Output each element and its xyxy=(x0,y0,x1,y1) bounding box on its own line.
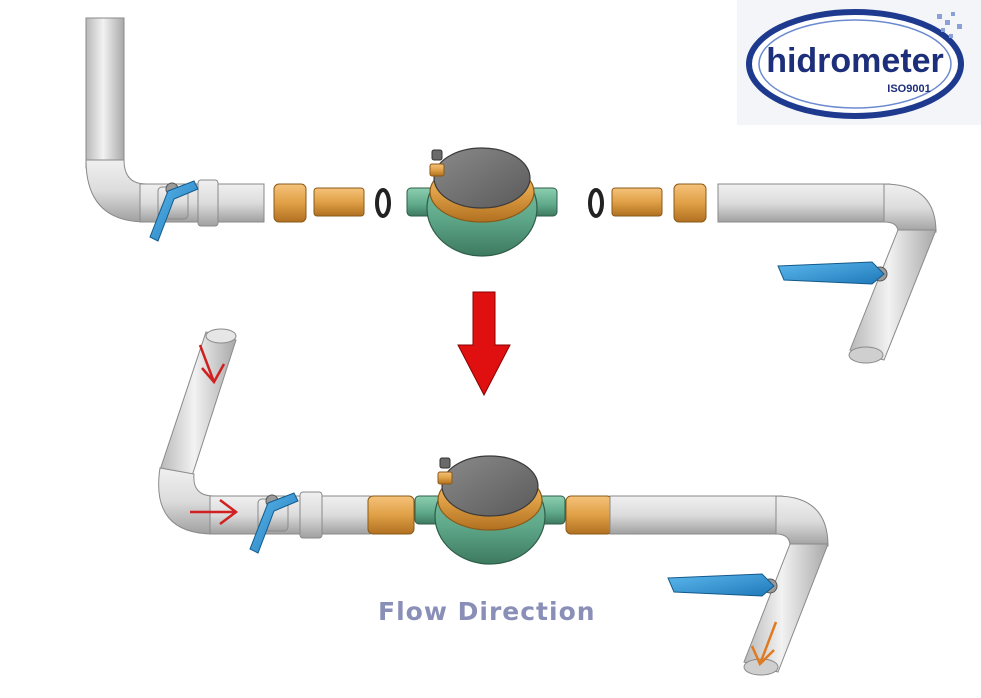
pipe-elbow-left xyxy=(85,159,147,223)
pipe-horizontal-bottom-right xyxy=(609,495,783,535)
down-arrow-icon xyxy=(457,291,511,397)
valve-handle-right xyxy=(777,261,885,285)
flow-arrow-right-icon xyxy=(190,499,239,525)
top-panel xyxy=(85,17,937,364)
valve-handle-bottom-right xyxy=(667,573,775,597)
flow-direction-caption: Flow Direction xyxy=(378,597,596,626)
pipe-elbow-bottom-right xyxy=(775,495,829,547)
union-nut-right xyxy=(673,183,707,223)
pipe-vertical-left xyxy=(85,17,125,169)
coupling-right xyxy=(565,495,613,535)
gasket-left xyxy=(375,188,391,218)
pipe-diagonal-bottom-right xyxy=(743,543,829,673)
union-nut-left xyxy=(273,183,307,223)
pipe-diagonal-left xyxy=(159,331,237,477)
logo-graphic: hidrometer ISO9001 xyxy=(746,9,964,119)
logo-brand: hidrometer xyxy=(766,42,944,80)
pipe-elbow-bottom-left xyxy=(158,467,215,535)
flow-arrow-down-icon xyxy=(198,344,226,385)
pipe-elbow-right xyxy=(883,183,937,233)
valve-nut-bottom xyxy=(299,491,323,539)
logo-certification: ISO9001 xyxy=(887,83,930,95)
tailpiece-left xyxy=(313,187,365,217)
valve-nut xyxy=(197,179,219,227)
pipe-diagonal-right xyxy=(849,229,937,361)
pipe-horizontal-right xyxy=(717,183,891,223)
logo: hidrometer ISO9001 xyxy=(737,0,981,125)
gasket-right xyxy=(588,188,604,218)
pipe-end-right xyxy=(848,346,884,364)
tailpiece-right xyxy=(611,187,663,217)
bottom-panel xyxy=(158,328,829,676)
flow-arrow-out-icon xyxy=(750,621,778,667)
water-meter-top xyxy=(406,147,558,257)
pipe-end-left xyxy=(205,328,237,344)
coupling-left xyxy=(367,495,415,535)
water-meter-bottom xyxy=(414,455,566,565)
